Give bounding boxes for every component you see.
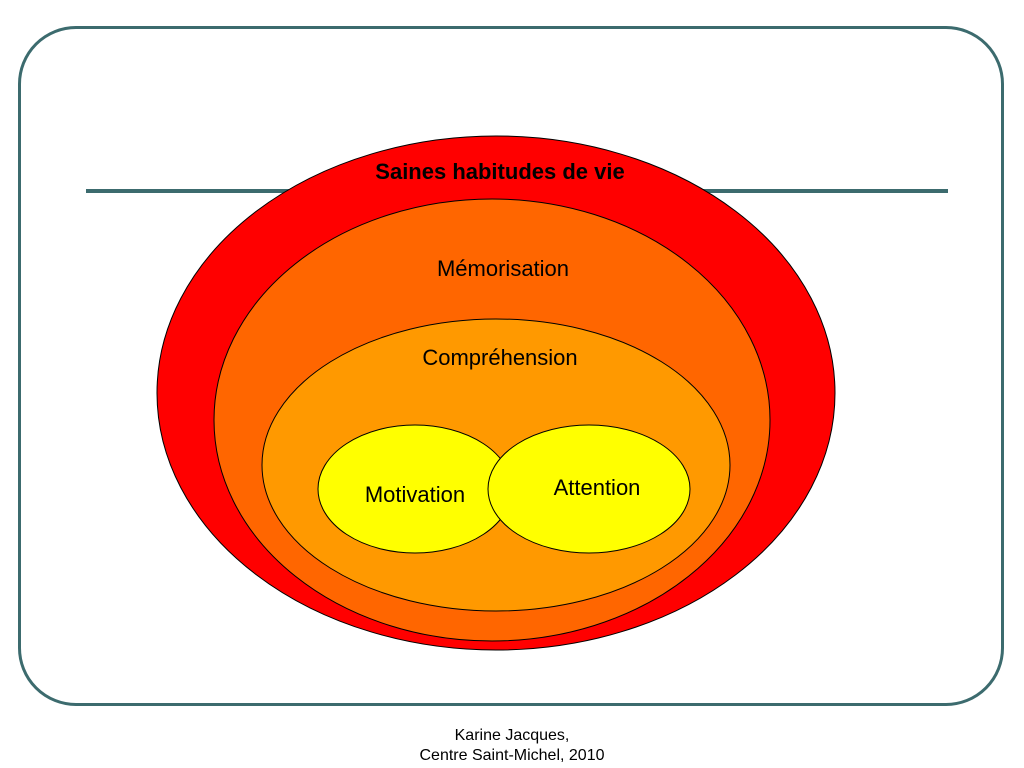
memorisation-label: Mémorisation [436,256,570,281]
attention-ellipse [487,424,691,554]
footer-credit: Karine Jacques, Centre Saint-Michel, 201… [0,726,1024,766]
slide-frame [18,26,1004,706]
outer-label: Saines habitudes de vie [375,159,625,184]
motivation-label: Motivation [364,482,466,507]
footer-org-year: Centre Saint-Michel, 2010 [419,747,605,764]
footer-author: Karine Jacques, [454,727,570,744]
attention-label: Attention [553,475,641,500]
comprehension-label: Compréhension [422,345,578,370]
